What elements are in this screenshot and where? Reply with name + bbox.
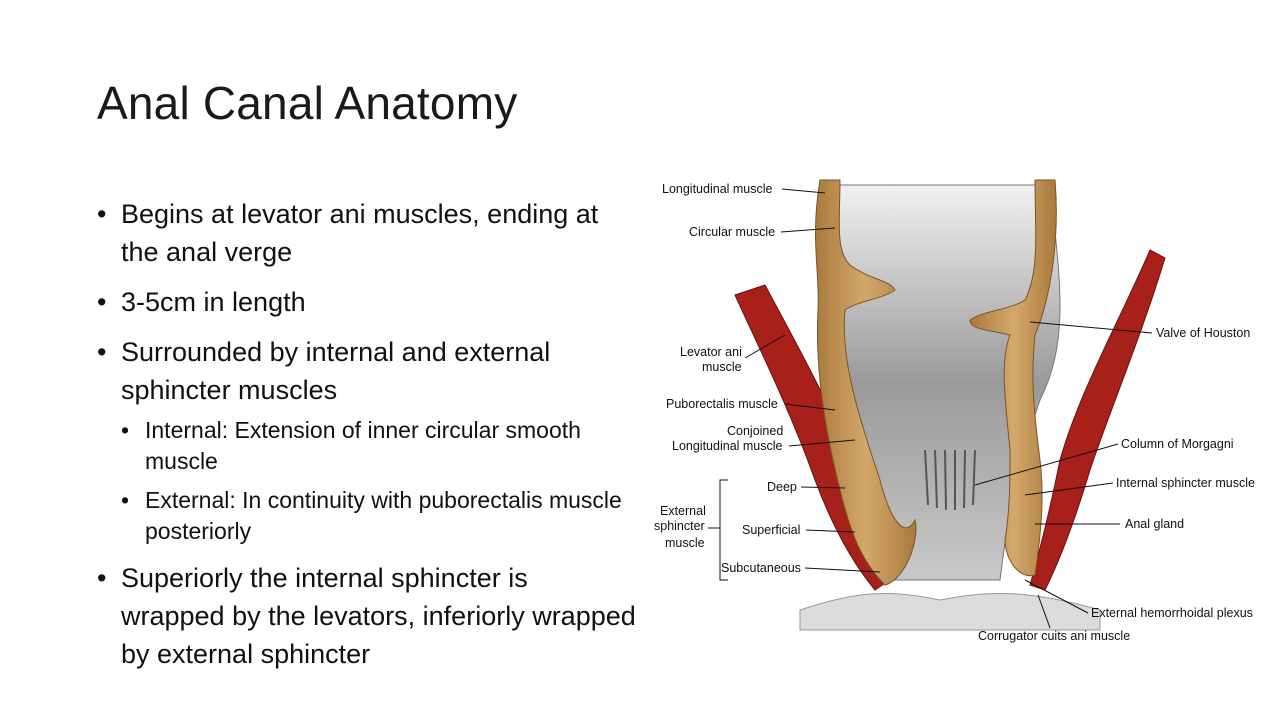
label-corrugator-cuits-ani: Corrugator cuits ani muscle (978, 629, 1130, 643)
label-subcutaneous: Subcutaneous (721, 561, 801, 575)
sub-bullet-item: Internal: Extension of inner circular sm… (121, 415, 637, 477)
label-superficial: Superficial (742, 523, 800, 537)
sub-bullet-list: Internal: Extension of inner circular sm… (121, 415, 637, 547)
diagram-labels: Longitudinal muscle Circular muscle Leva… (654, 182, 1255, 643)
anatomy-illustration: Longitudinal muscle Circular muscle Leva… (654, 179, 1255, 643)
slide-title: Anal Canal Anatomy (97, 77, 518, 129)
bullet-list: Begins at levator ani muscles, ending at… (97, 195, 637, 685)
label-column-of-morgagni: Column of Morgagni (1121, 437, 1234, 451)
label-longitudinal-muscle: Longitudinal muscle (662, 182, 773, 196)
bullet-item: Surrounded by internal and external sphi… (97, 333, 637, 547)
right-rectal-wall (969, 179, 1057, 577)
sub-bullet-item: External: In continuity with puborectali… (121, 485, 637, 547)
label-external-hemorrhoidal-plexus: External hemorrhoidal plexus (1091, 606, 1253, 620)
label-valve-of-houston: Valve of Houston (1156, 326, 1250, 340)
label-conjoined-longitudinal: Longitudinal muscle (672, 439, 783, 453)
label-external: External (660, 504, 706, 518)
bullet-item: 3-5cm in length (97, 283, 637, 321)
label-levator-ani-2: muscle (702, 360, 742, 374)
label-internal-sphincter: Internal sphincter muscle (1116, 476, 1255, 490)
label-circular-muscle: Circular muscle (689, 225, 775, 239)
label-anal-gland: Anal gland (1125, 517, 1184, 531)
left-rectal-wall (814, 179, 917, 586)
bullet-item: Begins at levator ani muscles, ending at… (97, 195, 637, 271)
label-levator-ani: Levator ani (680, 345, 742, 359)
bullet-item: Superiorly the internal sphincter is wra… (97, 559, 637, 673)
label-conjoined: Conjoined (727, 424, 783, 438)
anal-canal-diagram: Longitudinal muscle Circular muscle Leva… (640, 160, 1270, 660)
label-deep: Deep (767, 480, 797, 494)
pelvic-floor-tissue (799, 592, 1101, 631)
bullet-text: Surrounded by internal and external sphi… (121, 337, 551, 405)
label-external-muscle: muscle (665, 536, 705, 550)
label-puborectalis-muscle: Puborectalis muscle (666, 397, 778, 411)
label-external-sphincter: sphincter (654, 519, 705, 533)
columns-of-morgagni (924, 449, 976, 511)
